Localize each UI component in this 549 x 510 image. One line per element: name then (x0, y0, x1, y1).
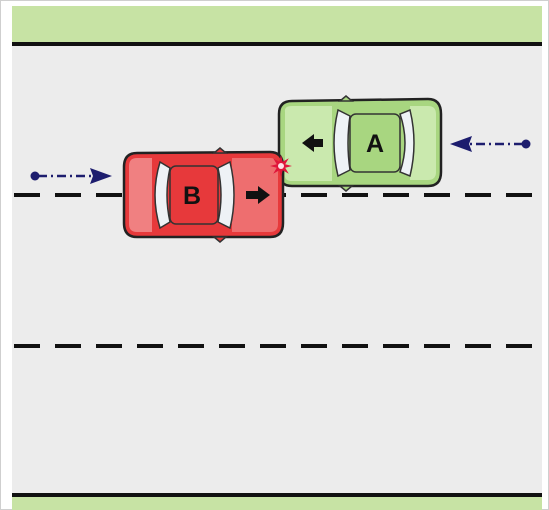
car-a: A (277, 95, 443, 192)
path-arrow-b (30, 168, 112, 184)
car-a-label: A (366, 130, 384, 158)
car-a-mirror-top (337, 95, 355, 102)
car-a-roof (349, 113, 401, 173)
car-b-label: B (183, 182, 201, 210)
right-arrow-icon (246, 186, 270, 204)
left-arrow-icon (302, 134, 323, 152)
car-b-trunk-highlight (129, 158, 152, 232)
road-surface (12, 44, 542, 496)
car-b-rear-window (154, 160, 171, 230)
grass-top (12, 6, 542, 42)
car-b-roof (169, 165, 219, 225)
grass-bottom (12, 497, 542, 510)
car-a-rear-window (399, 108, 415, 178)
car-b-mirror-bottom (211, 236, 229, 243)
car-b-mirror-top (211, 147, 229, 154)
collision-star-icon (270, 155, 292, 177)
path-arrow-a (450, 136, 531, 152)
car-b-windshield (217, 160, 235, 230)
car-b: B (122, 147, 285, 243)
car-a-mirror-bottom (337, 185, 355, 192)
car-a-trunk-highlight (410, 106, 436, 180)
car-a-windshield (333, 108, 351, 178)
